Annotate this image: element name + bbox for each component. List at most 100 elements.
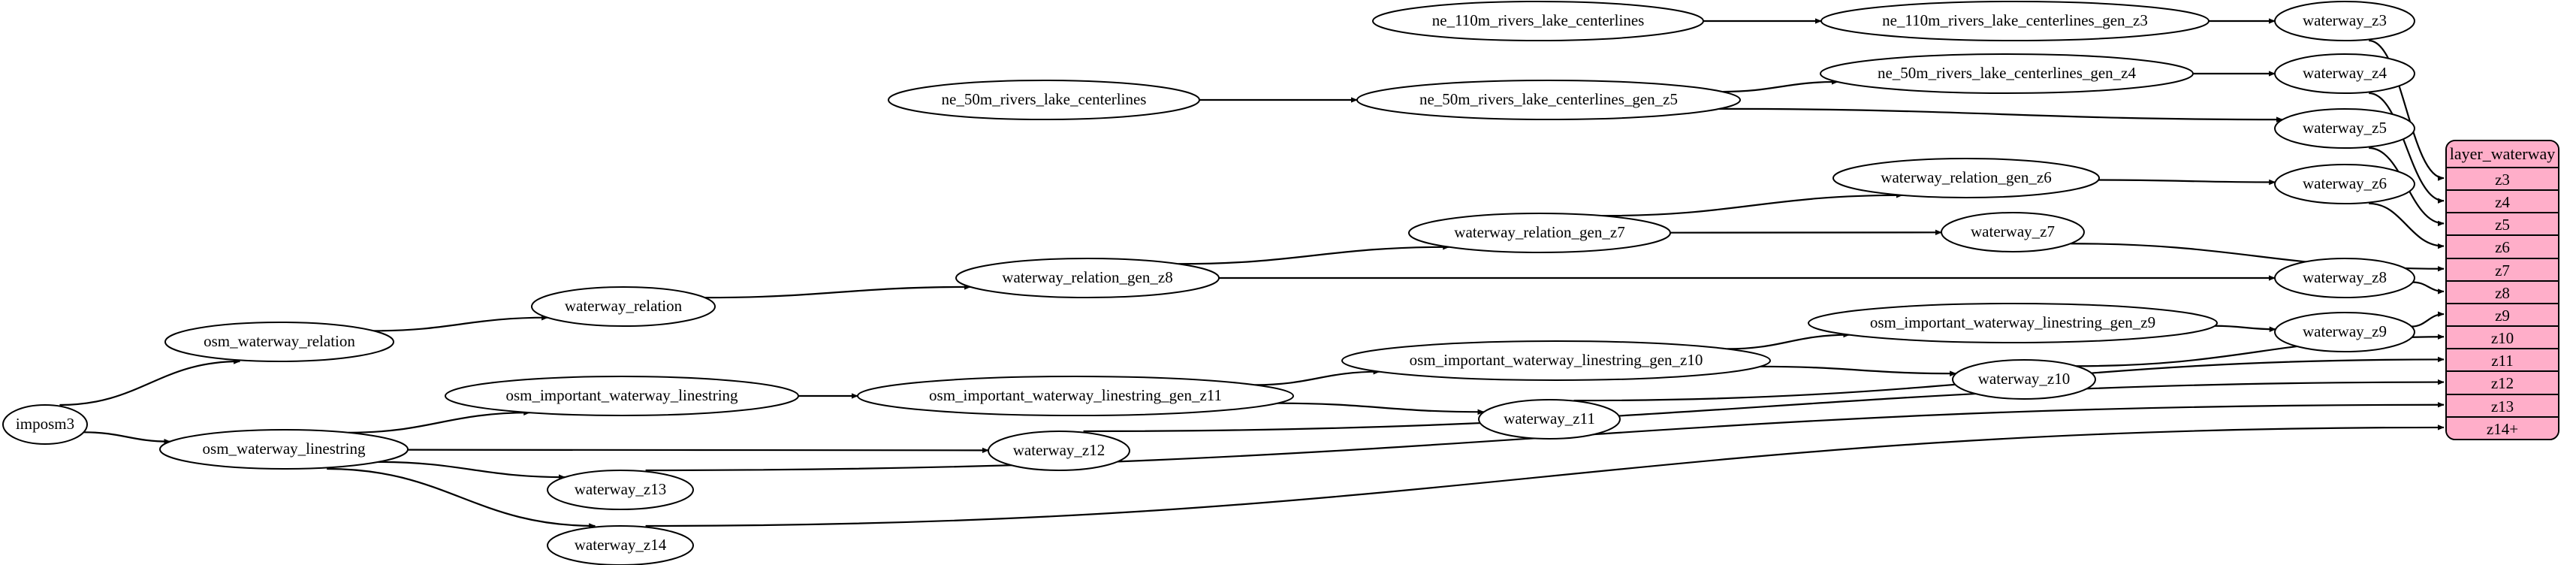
node-shape: [888, 80, 1200, 120]
node-label: waterway_z14: [575, 536, 667, 554]
graph-edge-osm-important-waterway-linestring-gen-z11-to-osm-important-waterway-linestring-gen-z10: [1255, 368, 1380, 386]
graph-node-waterway-z11[interactable]: waterway_z11: [1478, 399, 1621, 440]
graph-node-waterway-z14[interactable]: waterway_z14: [547, 525, 694, 565]
node-shape: [1372, 1, 1704, 41]
node-label: osm_important_waterway_linestring_gen_z9: [1870, 313, 2155, 331]
graph-edge-waterway-z6-to-layer-waterway-z6: [2369, 202, 2445, 249]
graph-node-ne-110m-rivers-lake-centerlines-gen-z3[interactable]: ne_110m_rivers_lake_centerlines_gen_z3: [1820, 1, 2210, 41]
node-label: waterway_relation_gen_z7: [1454, 223, 1624, 241]
graph-node-waterway-z7[interactable]: waterway_z7: [1941, 212, 2085, 252]
node-label: osm_waterway_linestring: [203, 440, 366, 458]
node-label: imposm3: [16, 415, 74, 433]
graph-edge-waterway-z12-to-layer-waterway-z12: [1083, 379, 2445, 433]
node-shape: [1478, 399, 1621, 440]
node-shape: [1832, 158, 2100, 198]
node-label: osm_waterway_relation: [204, 332, 355, 350]
layer-waterway-row-z3[interactable]: z3: [2447, 168, 2558, 192]
graph-edge-waterway-z3-to-layer-waterway-z3: [2369, 39, 2445, 181]
node-shape: [1820, 53, 2194, 94]
graph-edge-waterway-z8-to-layer-waterway-z8: [2412, 281, 2445, 295]
graph-node-waterway-z3[interactable]: waterway_z3: [2274, 1, 2415, 41]
graph-edge-ne-50m-rivers-lake-centerlines-gen-z5-to-waterway-z5: [1718, 107, 2284, 122]
layer-waterway-row-z12[interactable]: z12: [2447, 372, 2558, 395]
node-label: waterway_z11: [1504, 409, 1595, 428]
graph-node-osm-waterway-relation[interactable]: osm_waterway_relation: [164, 322, 394, 362]
node-label: waterway_z7: [1971, 222, 2055, 240]
node-shape: [1820, 1, 2210, 41]
graph-node-osm-waterway-linestring[interactable]: osm_waterway_linestring: [159, 429, 409, 470]
graph-edge-waterway-relation-gen-z7-to-waterway-relation-gen-z6: [1602, 192, 1903, 217]
graph-node-waterway-z5[interactable]: waterway_z5: [2274, 108, 2415, 149]
graph-edge-imposm3-to-osm-waterway-linestring: [83, 431, 171, 445]
node-shape: [1408, 213, 1671, 253]
graph-node-ne-50m-rivers-lake-centerlines[interactable]: ne_50m_rivers_lake_centerlines: [888, 80, 1200, 120]
node-label: ne_50m_rivers_lake_centerlines: [942, 90, 1147, 108]
node-label: waterway_z3: [2303, 11, 2387, 29]
graph-node-osm-important-waterway-linestring-gen-z10[interactable]: osm_important_waterway_linestring_gen_z1…: [1341, 340, 1771, 381]
layer-waterway-row-z7[interactable]: z7: [2447, 258, 2558, 282]
node-label: osm_important_waterway_linestring_gen_z1…: [929, 386, 1222, 404]
graph-edge-waterway-z4-to-layer-waterway-z4: [2369, 92, 2445, 204]
node-shape: [547, 525, 694, 565]
node-label: waterway_z12: [1013, 441, 1105, 459]
layer-waterway-row-z5[interactable]: z5: [2447, 213, 2558, 237]
graph-node-imposm3[interactable]: imposm3: [2, 404, 88, 445]
graph-node-waterway-z6[interactable]: waterway_z6: [2274, 164, 2415, 204]
node-label: waterway_z5: [2303, 119, 2387, 137]
graph-edge-waterway-z14-to-layer-waterway-z14-: [645, 425, 2445, 527]
graph-edge-osm-waterway-linestring-to-waterway-z14: [327, 467, 596, 529]
graph-edge-osm-waterway-linestring-to-waterway-z13: [378, 461, 566, 480]
node-shape: [2274, 258, 2415, 298]
node-shape: [547, 470, 694, 510]
graph-node-ne-50m-rivers-lake-centerlines-gen-z5[interactable]: ne_50m_rivers_lake_centerlines_gen_z5: [1356, 80, 1741, 120]
layer-waterway-table-header: layer_waterway: [2447, 141, 2558, 168]
node-label: waterway_z10: [1978, 370, 2070, 388]
graph-node-waterway-relation-gen-z7[interactable]: waterway_relation_gen_z7: [1408, 213, 1671, 253]
graph-node-waterway-z9[interactable]: waterway_z9: [2274, 312, 2415, 352]
node-shape: [1808, 303, 2218, 343]
node-label: waterway_z9: [2303, 322, 2387, 340]
layer-waterway-row-z4[interactable]: z4: [2447, 191, 2558, 214]
graph-node-waterway-z4[interactable]: waterway_z4: [2274, 53, 2415, 94]
graph-node-waterway-z12[interactable]: waterway_z12: [988, 431, 1130, 471]
graph-node-waterway-z13[interactable]: waterway_z13: [547, 470, 694, 510]
graph-edge-waterway-relation-gen-z6-to-waterway-z6: [2098, 179, 2276, 186]
node-shape: [2274, 164, 2415, 204]
layer-waterway-row-z10[interactable]: z10: [2447, 327, 2558, 350]
graph-node-waterway-relation-gen-z6[interactable]: waterway_relation_gen_z6: [1832, 158, 2100, 198]
graph-node-osm-important-waterway-linestring-gen-z9[interactable]: osm_important_waterway_linestring_gen_z9: [1808, 303, 2218, 343]
graph-edge-ne-50m-rivers-lake-centerlines-gen-z5-to-ne-50m-rivers-lake-centerlines-gen-z4: [1722, 79, 1838, 93]
node-shape: [2274, 1, 2415, 41]
graph-edge-osm-important-waterway-linestring-gen-z10-to-waterway-z10: [1760, 365, 1957, 376]
node-shape: [2274, 108, 2415, 149]
graph-node-waterway-z10[interactable]: waterway_z10: [1952, 359, 2096, 400]
layer-waterway-row-z13[interactable]: z13: [2447, 394, 2558, 418]
graph-node-osm-important-waterway-linestring[interactable]: osm_important_waterway_linestring: [445, 376, 799, 416]
node-label: ne_110m_rivers_lake_centerlines_gen_z3: [1882, 11, 2148, 29]
layer-waterway-row-z14plus[interactable]: z14+: [2447, 417, 2558, 439]
graph-node-waterway-relation[interactable]: waterway_relation: [531, 286, 716, 327]
layer-waterway-row-z6[interactable]: z6: [2447, 236, 2558, 259]
node-label: osm_important_waterway_linestring: [505, 386, 738, 404]
graph-edge-imposm3-to-osm-waterway-relation: [59, 358, 241, 406]
layer-waterway-row-z9[interactable]: z9: [2447, 304, 2558, 328]
graph-edge-waterway-z9-to-layer-waterway-z9: [2412, 311, 2445, 328]
graph-node-osm-important-waterway-linestring-gen-z11[interactable]: osm_important_waterway_linestring_gen_z1…: [857, 376, 1294, 416]
graph-edge-osm-waterway-relation-to-waterway-relation: [373, 314, 549, 332]
graph-node-ne-50m-rivers-lake-centerlines-gen-z4[interactable]: ne_50m_rivers_lake_centerlines_gen_z4: [1820, 53, 2194, 94]
layer-waterway-row-z8[interactable]: z8: [2447, 281, 2558, 304]
node-label: waterway_relation: [565, 297, 683, 315]
node-shape: [955, 258, 1220, 298]
node-shape: [531, 286, 716, 327]
graph-node-waterway-z8[interactable]: waterway_z8: [2274, 258, 2415, 298]
graph-node-ne-110m-rivers-lake-centerlines[interactable]: ne_110m_rivers_lake_centerlines: [1372, 1, 1704, 41]
graph-edge-waterway-relation-gen-z8-to-waterway-relation-gen-z7: [1178, 244, 1450, 265]
graph-node-waterway-relation-gen-z8[interactable]: waterway_relation_gen_z8: [955, 258, 1220, 298]
layer-waterway-row-z11[interactable]: z11: [2447, 349, 2558, 373]
edge-layer: [59, 18, 2445, 529]
node-label: ne_50m_rivers_lake_centerlines_gen_z5: [1419, 90, 1678, 108]
